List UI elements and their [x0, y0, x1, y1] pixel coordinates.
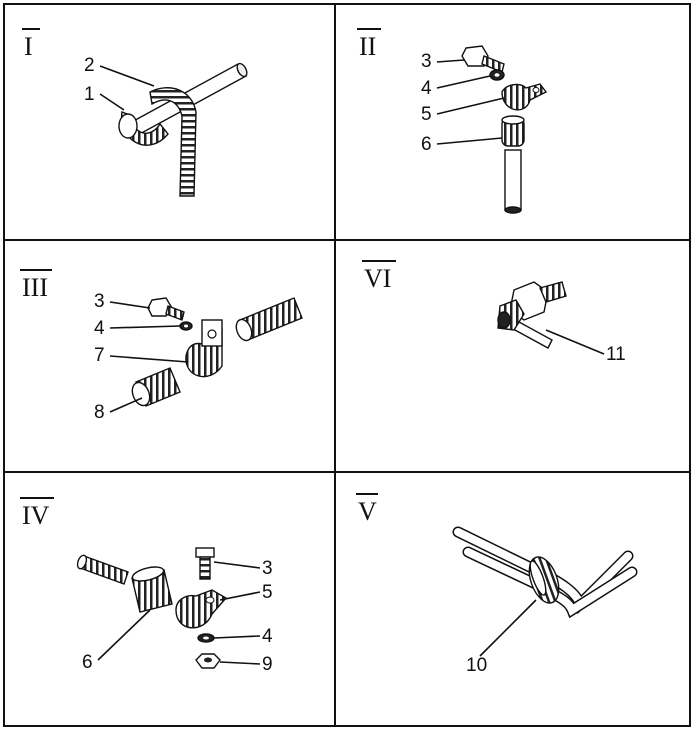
- panel-5: IV 3 5 4 9: [20, 497, 273, 675]
- label-8: 8: [94, 402, 105, 423]
- leader-3: [213, 561, 261, 569]
- panel-4: VI 11: [362, 260, 626, 365]
- leader-10: [479, 599, 537, 657]
- label-3: 3: [94, 291, 105, 312]
- leader-8: [109, 397, 143, 413]
- bushing: [131, 566, 173, 613]
- panel-6-roman: V: [358, 497, 377, 526]
- leader-5: [219, 591, 261, 601]
- leader-6: [97, 609, 151, 661]
- panel-2-roman: II: [359, 32, 376, 61]
- leader-7: [109, 355, 189, 363]
- panel-4-roman: VI: [364, 264, 391, 293]
- label-1: 1: [84, 84, 95, 105]
- clamp-bracket: [501, 83, 548, 111]
- washer-hole: [203, 636, 209, 640]
- leader-11: [545, 329, 605, 355]
- bushing: [131, 367, 181, 407]
- label-5: 5: [421, 104, 432, 125]
- panel-3: III 3 4 7 8: [20, 269, 303, 423]
- bolt: [147, 297, 185, 321]
- label-3: 3: [421, 51, 432, 72]
- leader-3: [109, 301, 151, 309]
- label-5: 5: [262, 582, 273, 603]
- leader-4: [213, 635, 261, 639]
- washer-hole: [184, 324, 188, 328]
- tube-sleeve: [235, 297, 303, 342]
- panel-3-roman: III: [22, 273, 48, 302]
- label-2: 2: [84, 55, 95, 76]
- strap-band: [149, 87, 197, 197]
- label-4: 4: [421, 78, 432, 99]
- bolt: [195, 547, 215, 580]
- clamp-bracket: [185, 319, 223, 378]
- hex-nut: [195, 653, 221, 669]
- sleeve: [501, 115, 525, 147]
- leader-4: [436, 75, 491, 89]
- label-7: 7: [94, 345, 105, 366]
- label-6: 6: [82, 652, 93, 673]
- fitting: [497, 281, 567, 331]
- label-4: 4: [94, 318, 105, 339]
- leader-4: [109, 325, 181, 329]
- panel-grid: [3, 3, 691, 727]
- ribbed-tube: [76, 554, 129, 585]
- clamp-bracket: [175, 589, 228, 629]
- bolt: [461, 45, 505, 73]
- label-11: 11: [606, 344, 626, 365]
- washer-hole: [494, 73, 500, 77]
- label-6: 6: [421, 134, 432, 155]
- rod: [504, 149, 522, 214]
- leader-3: [436, 59, 465, 63]
- leader-2: [99, 65, 155, 87]
- panel-1: I 2 1: [22, 28, 248, 197]
- panel-6: V 10: [356, 493, 638, 676]
- label-9: 9: [262, 654, 273, 675]
- leader-5: [436, 97, 505, 115]
- grommet: [528, 556, 560, 604]
- panel-2: II 3 4 5 6: [357, 28, 548, 214]
- panel-1-roman: I: [24, 32, 33, 61]
- leader-1: [99, 93, 125, 111]
- label-10: 10: [466, 655, 487, 676]
- label-3: 3: [262, 558, 273, 579]
- leader-6: [436, 137, 503, 145]
- leader-9: [219, 661, 261, 665]
- panel-5-roman: IV: [22, 501, 50, 530]
- clamp-ring: [118, 111, 169, 146]
- label-4: 4: [262, 626, 273, 647]
